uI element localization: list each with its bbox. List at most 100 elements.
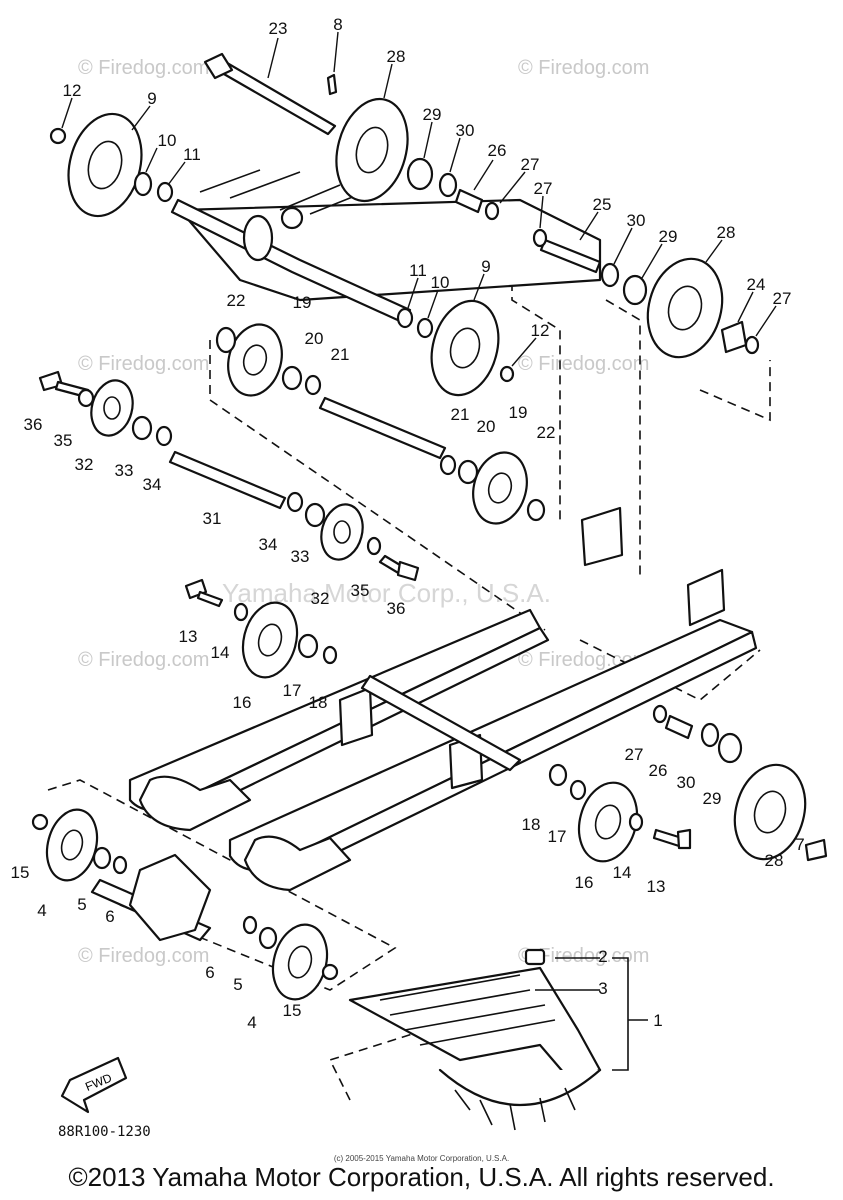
watermark: © Firedog.com: [78, 945, 209, 967]
callout-label: 11: [183, 145, 201, 164]
callout-label: 19: [293, 293, 312, 312]
callout-label: 34: [143, 475, 162, 494]
copyright-notice: ©2013 Yamaha Motor Corporation, U.S.A. A…: [68, 1162, 775, 1192]
callout-label: 1: [653, 1011, 662, 1030]
rail-brackets: [338, 506, 624, 790]
callout-label: 28: [717, 223, 736, 242]
wheel-4-right: [271, 923, 329, 1001]
callout-label: 26: [488, 141, 507, 160]
callout-label: 32: [75, 455, 94, 474]
callout-label: 33: [115, 461, 134, 480]
callout-label: 34: [259, 535, 278, 554]
callout-label: 31: [203, 509, 222, 528]
callout-label: 20: [305, 329, 324, 348]
collar-25: [539, 238, 602, 274]
wheel-28-right: [646, 257, 724, 359]
wheel-9-left: [67, 112, 143, 218]
callout-label: 30: [627, 211, 646, 230]
watermark: © Firedog.com: [518, 57, 649, 79]
track: [348, 966, 602, 1131]
callout-label: 16: [575, 873, 594, 892]
callout-label: 5: [233, 975, 242, 994]
callout-label: 28: [765, 851, 784, 870]
callout-label: 18: [309, 693, 328, 712]
callout-label: 24: [747, 275, 766, 294]
callout-label: 30: [456, 121, 475, 140]
watermark-layer: © Firedog.com © Firedog.com © Firedog.co…: [78, 57, 649, 967]
callout-label: 4: [247, 1013, 256, 1032]
callout-label: 6: [105, 907, 114, 926]
callout-label: 10: [158, 131, 177, 150]
fine-print: (c) 2005-2015 Yamaha Motor Corporation, …: [333, 1154, 510, 1163]
wheel-19-left: [227, 323, 283, 397]
callout-label: 35: [351, 581, 370, 600]
wheel-19-right: [472, 451, 528, 525]
callout-label: 4: [37, 901, 46, 920]
callout-label: 28: [387, 47, 406, 66]
guide-line: [605, 299, 641, 580]
callout-label: 6: [205, 963, 214, 982]
callout-label: 25: [593, 195, 612, 214]
wheel-16-left: [241, 601, 299, 679]
callout-label: 2: [598, 947, 607, 966]
callout-label: 19: [509, 403, 528, 422]
upper-frame: [178, 169, 602, 302]
shaft-19-axle: [318, 396, 447, 460]
callout-label: 14: [613, 863, 632, 882]
hardware: [31, 73, 828, 996]
callout-label: 12: [531, 321, 550, 340]
callout-label: 13: [647, 877, 666, 896]
shaft-31: [168, 450, 287, 510]
callout-label: 36: [387, 599, 406, 618]
callout-label: 27: [521, 155, 540, 174]
callout-label: 15: [283, 1001, 302, 1020]
callout-label: 35: [54, 431, 73, 450]
wheel-32-right: [320, 503, 364, 561]
guide-line: [579, 639, 761, 701]
callout-leaders: [61, 31, 777, 367]
callout-label: 27: [534, 179, 553, 198]
callout-label: 27: [625, 745, 644, 764]
callout-label: 20: [477, 417, 496, 436]
callout-label: 12: [63, 81, 82, 100]
rear-axle: [360, 674, 522, 772]
callout-label: 17: [548, 827, 567, 846]
callout-label: 10: [431, 273, 450, 292]
callout-label: 13: [179, 627, 198, 646]
wheel-9-mid: [430, 299, 500, 397]
watermark: © Firedog.com: [518, 945, 649, 967]
guide-line: [47, 779, 397, 991]
callout-label: 5: [77, 895, 86, 914]
callout-label: 27: [773, 289, 792, 308]
callout-1-bracket: [535, 957, 648, 1071]
diagram-code: 88R100-1230: [58, 1124, 151, 1140]
callout-label: 8: [333, 15, 342, 34]
callout-label: 7: [795, 835, 804, 854]
guide-line: [209, 340, 546, 631]
callout-label: 22: [227, 291, 246, 310]
watermark: © Firedog.com: [78, 57, 209, 79]
callout-label: 11: [409, 261, 427, 280]
callout-label: 16: [233, 693, 252, 712]
callout-numbers: 23 8 28 12 9 10 11 29 30 26 27 27 25 30 …: [11, 15, 805, 1032]
callout-label: 22: [537, 423, 556, 442]
callout-label: 15: [11, 863, 30, 882]
callout-label: 3: [598, 979, 607, 998]
wheel-28-lower: [733, 763, 807, 861]
callout-label: 29: [423, 105, 442, 124]
callout-label: 14: [211, 643, 230, 662]
callout-label: 9: [147, 89, 156, 108]
callout-label: 18: [522, 815, 541, 834]
callout-label: 23: [269, 19, 288, 38]
callout-label: 21: [451, 405, 470, 424]
idler-bracket: [128, 853, 212, 942]
callout-label: 9: [481, 257, 490, 276]
watermark: © Firedog.com: [518, 353, 649, 375]
callout-label: 17: [283, 681, 302, 700]
callout-label: 33: [291, 547, 310, 566]
callout-label: 29: [703, 789, 722, 808]
callout-label: 21: [331, 345, 350, 364]
fwd-arrow: FWD: [60, 1056, 128, 1114]
wheel-4-left: [45, 808, 99, 882]
callout-label: 26: [649, 761, 668, 780]
